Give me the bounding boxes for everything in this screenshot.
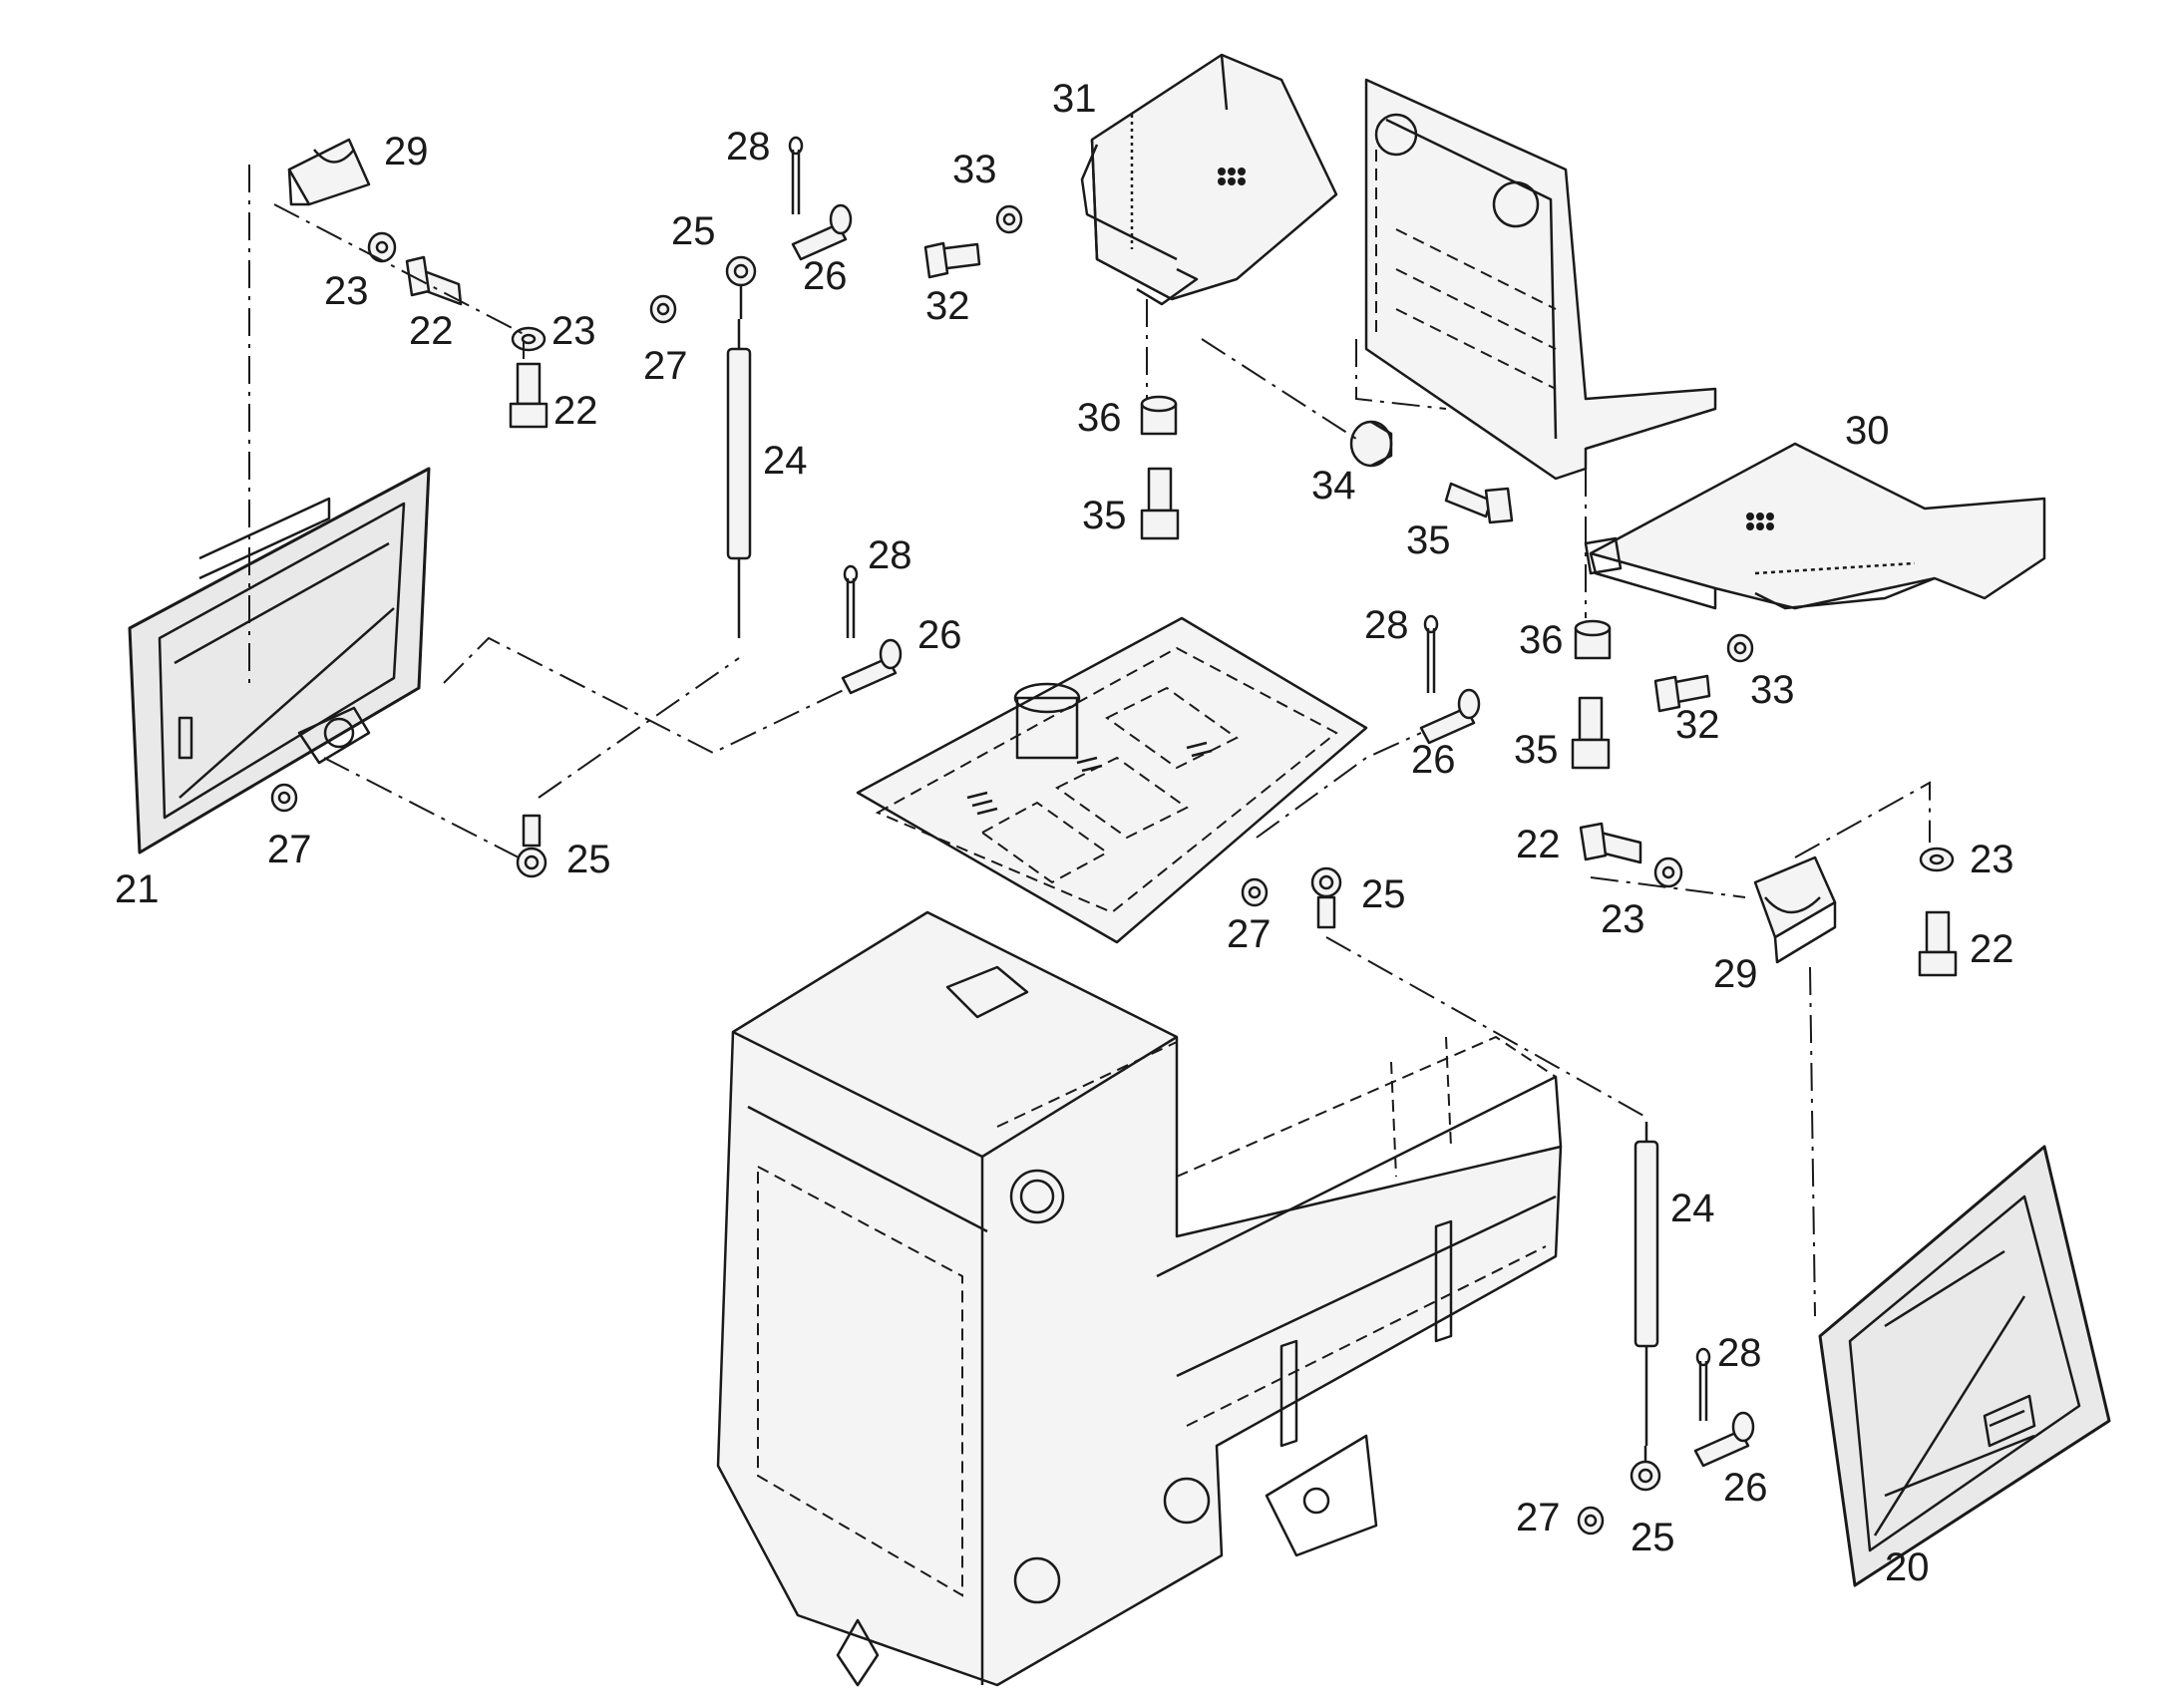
callout-labels: 20 21 22 22 22 22 23 23 23 23 24 24 25 2… (115, 77, 2014, 1589)
cotter-pin-28-d (1695, 1347, 1711, 1421)
callout-30: 30 (1845, 409, 1890, 453)
callout-22: 22 (1516, 823, 1561, 866)
callout-22: 22 (409, 309, 454, 353)
ball-joint-25-c (1310, 866, 1342, 929)
washer-27-a (649, 294, 677, 324)
washer-23-d (1919, 847, 1955, 872)
hinge-29-left (287, 138, 371, 206)
tray-31 (1080, 53, 1338, 306)
callout-22: 22 (553, 389, 598, 433)
cotter-pin-28-a (788, 136, 804, 214)
bolt-32-b (1653, 674, 1711, 713)
callout-28: 28 (1364, 603, 1409, 647)
top-cover-plate (856, 616, 1368, 944)
ball-joint-25-a (725, 255, 757, 319)
spacer-36-a (1140, 395, 1178, 436)
hinge-29-right (1753, 855, 1837, 964)
callout-36: 36 (1077, 396, 1122, 440)
bolt-32-a (923, 241, 981, 279)
callout-23: 23 (1970, 838, 2014, 881)
callout-32: 32 (1675, 703, 1720, 747)
callout-23: 23 (324, 269, 369, 313)
support-bracket (1364, 78, 1717, 481)
gas-strut-24-upper (726, 319, 752, 638)
ball-joint-25-d (1630, 1446, 1661, 1492)
callout-23: 23 (1601, 897, 1645, 941)
callout-26: 26 (1723, 1466, 1768, 1510)
callout-26: 26 (803, 254, 848, 298)
callout-25: 25 (566, 838, 611, 881)
callout-22: 22 (1970, 927, 2014, 971)
callout-29: 29 (1713, 952, 1758, 996)
spacer-36-b (1574, 619, 1612, 660)
machine-frame (716, 910, 1563, 1687)
bolt-35-c (1571, 696, 1611, 770)
callout-28: 28 (868, 533, 912, 577)
pin-26-b (841, 638, 903, 695)
callout-25: 25 (1631, 1516, 1675, 1559)
bolt-22-c (1579, 822, 1642, 864)
callout-26: 26 (917, 613, 962, 657)
washer-27-d (1577, 1506, 1605, 1536)
washer-27-c (1241, 877, 1269, 907)
callout-23: 23 (551, 309, 596, 353)
cotter-pin-28-c (1423, 614, 1439, 693)
callout-35: 35 (1406, 518, 1451, 562)
pin-26-a (791, 203, 853, 261)
callout-27: 27 (267, 828, 312, 871)
pin-26-d (1693, 1411, 1755, 1468)
callout-35: 35 (1514, 728, 1559, 772)
callout-31: 31 (1052, 77, 1097, 121)
callout-24: 24 (763, 439, 808, 483)
washer-23-b (511, 326, 546, 352)
callout-34: 34 (1311, 464, 1356, 508)
cotter-pin-28-b (843, 564, 859, 638)
washer-33-b (1726, 633, 1754, 663)
callout-21: 21 (115, 867, 160, 911)
callout-33: 33 (1750, 668, 1795, 712)
bolt-35-b (1444, 482, 1514, 524)
washer-23-c (1653, 856, 1683, 888)
callout-27: 27 (1227, 912, 1272, 956)
callout-28: 28 (1717, 1331, 1762, 1375)
callout-35: 35 (1082, 494, 1127, 537)
bolt-35-a (1140, 467, 1180, 540)
callout-24: 24 (1670, 1187, 1715, 1230)
ball-joint-25-b (516, 814, 547, 878)
right-door-panel (1818, 1145, 2111, 1587)
callout-29: 29 (384, 130, 429, 173)
washer-33-a (995, 204, 1023, 234)
callout-33: 33 (952, 148, 997, 191)
left-door-panel (128, 467, 431, 854)
callout-36: 36 (1519, 618, 1564, 662)
assembly-leader-lines (248, 165, 1931, 1317)
washer-23-a (367, 231, 397, 263)
spacer-34 (1349, 420, 1393, 468)
pin-26-c (1419, 688, 1481, 745)
callout-27: 27 (1516, 1496, 1561, 1539)
callout-25: 25 (671, 209, 716, 253)
callout-26: 26 (1411, 738, 1456, 782)
callout-25: 25 (1361, 872, 1406, 916)
tray-30 (1584, 442, 2046, 610)
callout-32: 32 (925, 284, 970, 328)
bolt-22-b (509, 362, 548, 429)
washer-27-b (270, 783, 298, 813)
callout-20: 20 (1885, 1545, 1930, 1589)
bolt-22-d (1918, 910, 1958, 977)
gas-strut-24-lower (1634, 1122, 1659, 1446)
callout-27: 27 (643, 344, 688, 388)
callout-28: 28 (726, 125, 771, 169)
